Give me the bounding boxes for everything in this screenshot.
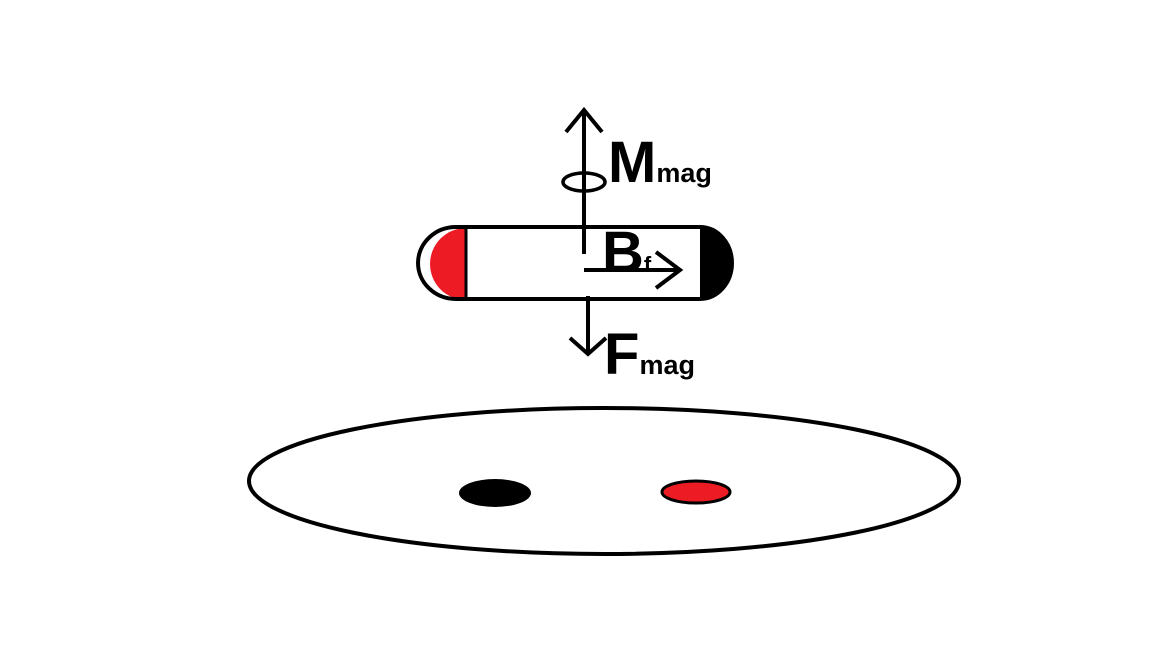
rotation-loop-icon xyxy=(561,171,607,193)
label-force: Fmag xyxy=(604,322,695,387)
black-spot xyxy=(459,479,531,507)
arrow-right-icon xyxy=(584,250,684,290)
bar-magnet xyxy=(416,225,734,301)
magnet-outline xyxy=(416,225,734,301)
arrow-down-icon xyxy=(568,296,608,357)
base-plate xyxy=(247,406,961,556)
label-field: Bf xyxy=(602,220,652,285)
magnet-black-end xyxy=(700,228,732,300)
label-moment: Mmag xyxy=(608,130,712,195)
magnet-red-end xyxy=(430,228,466,300)
red-spot xyxy=(660,479,732,505)
arrow-up-icon xyxy=(564,106,604,254)
